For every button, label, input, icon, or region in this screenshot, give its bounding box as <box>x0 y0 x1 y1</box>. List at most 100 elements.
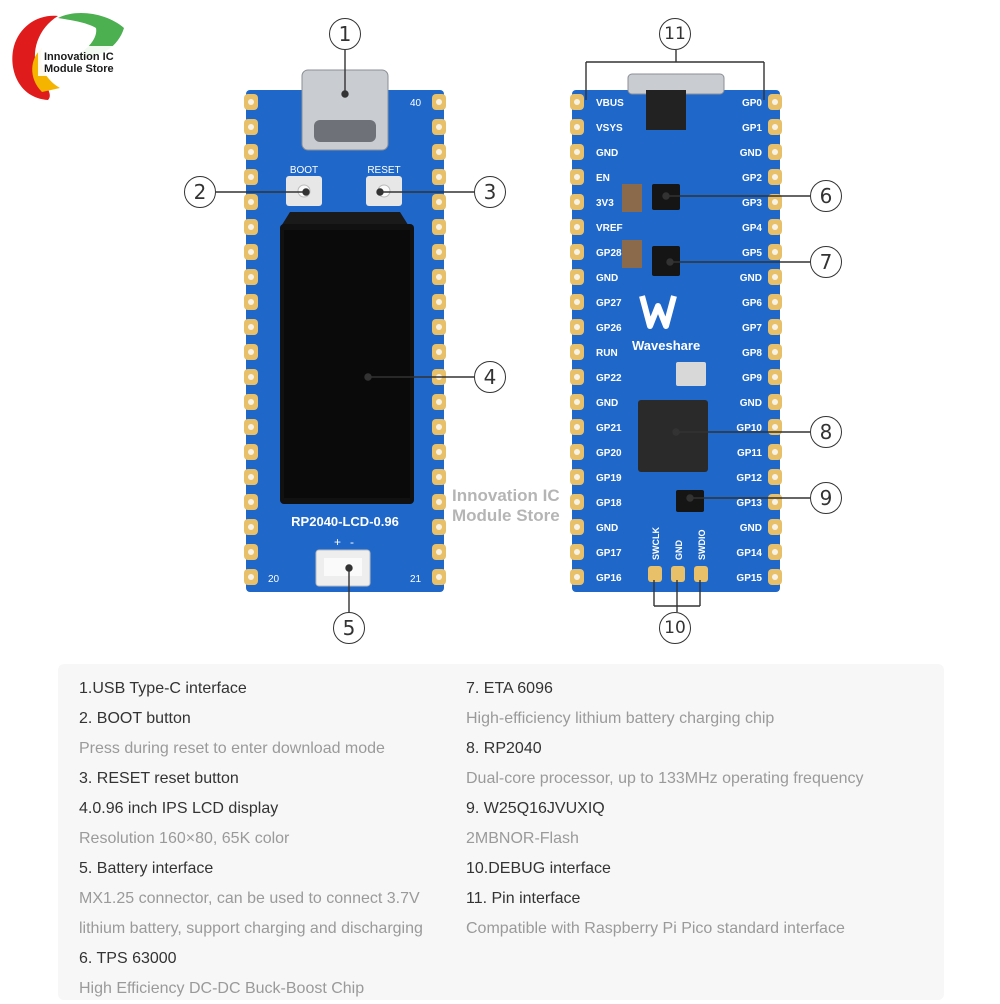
pin-label: GND <box>596 148 618 159</box>
desc-left-line: lithium battery, support charging and di… <box>79 920 423 937</box>
debug-pin-label: GND <box>674 540 684 561</box>
front-pad-right-hole <box>436 349 442 355</box>
rp2040-chip <box>638 400 708 472</box>
pin-label: GP18 <box>596 498 622 509</box>
pin-label: GP26 <box>596 323 622 334</box>
crystal <box>676 362 706 386</box>
front-pad-left-hole <box>248 474 254 480</box>
desc-left-line: High Efficiency DC-DC Buck-Boost Chip <box>79 980 365 997</box>
back-pad-left-hole <box>574 524 580 530</box>
back-pad-left-hole <box>574 574 580 580</box>
pin-label: RUN <box>596 348 618 359</box>
pin-label: GP7 <box>742 323 762 334</box>
pin-label: VBUS <box>596 98 624 109</box>
front-pad-right-hole <box>436 224 442 230</box>
back-pad-left-hole <box>574 224 580 230</box>
back-pad-left-hole <box>574 474 580 480</box>
pin-label: GP17 <box>596 548 622 559</box>
desc-left-line: 2. BOOT button <box>79 710 191 727</box>
back-pad-left-hole <box>574 324 580 330</box>
front-pad-left-hole <box>248 399 254 405</box>
pin-label: GP9 <box>742 373 762 384</box>
pin-label: GND <box>740 273 762 284</box>
pin-label: GP11 <box>737 448 762 459</box>
desc-right-line: 2MBNOR-Flash <box>466 830 579 847</box>
back-pad-left-hole <box>574 199 580 205</box>
front-pad-left-hole <box>248 174 254 180</box>
front-pad-right-hole <box>436 399 442 405</box>
front-pad-left-hole <box>248 449 254 455</box>
desc-right-line: Dual-core processor, up to 133MHz operat… <box>466 770 864 787</box>
pin-label: GP22 <box>596 373 622 384</box>
front-pad-left-hole <box>248 574 254 580</box>
pin-label: GP20 <box>596 448 622 459</box>
callout-5: 5 <box>333 612 365 644</box>
watermark-line2: Module Store <box>452 506 560 525</box>
desc-left-line: 5. Battery interface <box>79 860 214 877</box>
pin-label: GND <box>740 148 762 159</box>
pin-label: GP21 <box>596 423 622 434</box>
back-board: VBUSVSYSGNDEN3V3VREFGP28GNDGP27GP26RUNGP… <box>570 73 782 592</box>
front-pad-left-hole <box>248 324 254 330</box>
back-pad-right-hole <box>772 174 778 180</box>
callout-10: 10 <box>659 612 691 644</box>
back-pad-left-hole <box>574 499 580 505</box>
back-pad-right-hole <box>772 249 778 255</box>
battery-minus: - <box>350 535 354 549</box>
pin-label: 3V3 <box>596 198 614 209</box>
desc-left-line: 3. RESET reset button <box>79 770 239 787</box>
pin-label: GP1 <box>742 123 762 134</box>
callout-3: 3 <box>474 176 506 208</box>
desc-right-line: 11. Pin interface <box>466 890 581 907</box>
pin-label: GND <box>740 398 762 409</box>
front-pad-left-hole <box>248 299 254 305</box>
back-pad-right-hole <box>772 99 778 105</box>
front-pad-right-hole <box>436 474 442 480</box>
pin-label: GND <box>740 523 762 534</box>
back-pad-left-hole <box>574 149 580 155</box>
battery-plus: + <box>334 535 341 549</box>
desc-right-line: 7. ETA 6096 <box>466 680 553 697</box>
debug-pad <box>648 566 662 582</box>
back-pad-left-hole <box>574 274 580 280</box>
back-pad-right-hole <box>772 349 778 355</box>
pin-label: GP15 <box>736 573 762 584</box>
callout-11: 11 <box>659 18 691 50</box>
pin-label: GP2 <box>742 173 762 184</box>
desc-right-line: 10.DEBUG interface <box>466 860 611 877</box>
pin-label: VSYS <box>596 123 623 134</box>
back-pad-left-hole <box>574 449 580 455</box>
back-pad-left-hole <box>574 249 580 255</box>
desc-right-line: High-efficiency lithium battery charging… <box>466 710 775 727</box>
store-logo: Innovation IC Module Store <box>8 8 126 102</box>
desc-left-line: 6. TPS 63000 <box>79 950 177 967</box>
boot-label: BOOT <box>290 165 318 176</box>
pin-label: GP5 <box>742 248 762 259</box>
front-pad-left-hole <box>248 224 254 230</box>
pin-label: GP16 <box>596 573 622 584</box>
pin-label: GP3 <box>742 198 762 209</box>
front-pad-left-hole <box>248 499 254 505</box>
logo-line2: Module Store <box>44 63 114 75</box>
back-pad-right-hole <box>772 424 778 430</box>
debug-pin-label: SWCLK <box>651 527 661 560</box>
back-pad-right-hole <box>772 224 778 230</box>
front-pad-left-hole <box>248 124 254 130</box>
front-pad-right-hole <box>436 274 442 280</box>
pin-label: VREF <box>596 223 623 234</box>
pin-label: GND <box>596 273 618 284</box>
callout-6: 6 <box>810 180 842 212</box>
back-pad-left-hole <box>574 99 580 105</box>
desc-right-line: 9. W25Q16JVUXIQ <box>466 800 605 817</box>
logo-line1: Innovation IC <box>44 51 114 63</box>
desc-left-line: Resolution 160×80, 65K color <box>79 830 290 847</box>
back-pad-right-hole <box>772 124 778 130</box>
callout-4: 4 <box>474 361 506 393</box>
front-pad-right-hole <box>436 174 442 180</box>
pin-label: GND <box>596 398 618 409</box>
pin-label: GP0 <box>742 98 762 109</box>
front-board: BOOT RESET RP2040-LCD-0.96 + - 40 20 21 <box>244 69 446 592</box>
back-pad-right-hole <box>772 149 778 155</box>
callout-7: 7 <box>810 246 842 278</box>
